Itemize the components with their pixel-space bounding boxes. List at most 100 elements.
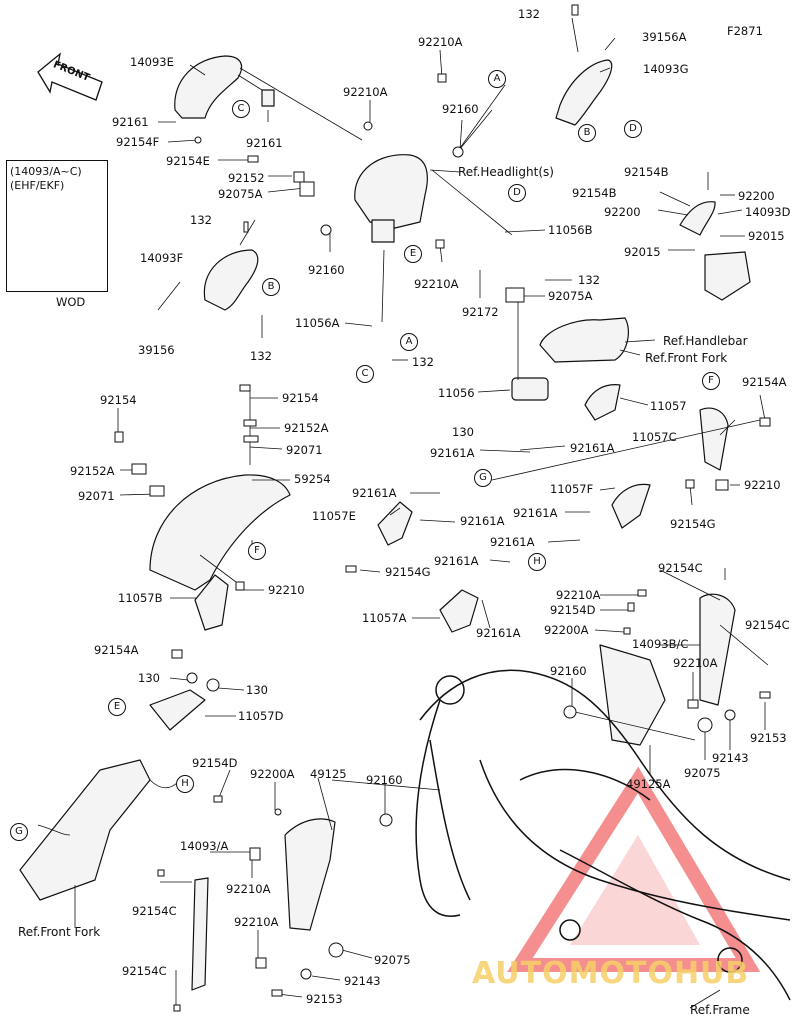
callout-d: D — [508, 184, 526, 202]
callout-g: G — [10, 823, 28, 841]
part-label: 92210A — [234, 915, 279, 929]
part-label: 92161A — [430, 446, 475, 460]
part-label: 92153 — [750, 731, 787, 745]
ref-label: Ref.Front Fork — [645, 351, 728, 365]
part-label: 11057E — [312, 509, 356, 523]
part-label: 92154C — [658, 561, 703, 575]
callout-c: C — [356, 365, 374, 383]
part-label: 92161A — [434, 554, 479, 568]
part-label: 92161A — [460, 514, 505, 528]
watermark-logo — [507, 766, 761, 972]
part-label: 92152 — [228, 171, 265, 185]
part-label: 92154C — [745, 618, 790, 632]
part-label: 92200 — [738, 189, 775, 203]
part-label: 92160 — [442, 102, 479, 116]
part-label: 92154B — [572, 186, 617, 200]
callout-f: F — [702, 372, 720, 390]
figure-code: F2871 — [727, 24, 763, 38]
part-label: 92210A — [418, 35, 463, 49]
watermark-text: AUTOMOTOHUB — [472, 956, 750, 991]
part-label: 92154 — [100, 393, 137, 407]
part-label: 92154F — [116, 135, 160, 149]
part-label: 59254 — [294, 472, 331, 486]
ref-label: Ref.Frame — [690, 1003, 750, 1017]
part-label: 11056B — [548, 223, 593, 237]
part-label: 92154G — [385, 565, 431, 579]
part-label: 92154E — [166, 154, 210, 168]
part-label: 92172 — [462, 305, 499, 319]
callout-e: E — [404, 245, 422, 263]
part-label: 92152A — [70, 464, 115, 478]
part-label: 92154A — [94, 643, 139, 657]
part-label: 130 — [452, 425, 474, 439]
callout-a: A — [488, 70, 506, 88]
part-label: 39156A — [642, 30, 687, 44]
callout-c: C — [232, 100, 250, 118]
part-label: 14093G — [643, 62, 689, 76]
part-label: 14093B/C — [632, 637, 689, 651]
inset-line2: (EHF/EKF) — [10, 179, 65, 192]
inset-code: WOD — [56, 295, 86, 309]
callout-f: F — [248, 542, 266, 560]
callout-d: D — [624, 120, 642, 138]
part-label: 11056A — [295, 316, 340, 330]
part-label: 92210A — [556, 588, 601, 602]
part-label: 92200A — [250, 767, 295, 781]
part-label: 92075 — [684, 766, 721, 780]
part-label: 11057D — [238, 709, 284, 723]
part-label: 92154D — [550, 603, 596, 617]
part-label: 92154G — [670, 517, 716, 531]
part-label: 49125A — [626, 777, 671, 791]
ref-label: Ref.Headlight(s) — [458, 165, 554, 179]
part-label: 92210A — [414, 277, 459, 291]
part-label: 92161 — [246, 136, 283, 150]
part-label: 14093D — [745, 205, 791, 219]
fasteners — [114, 4, 771, 1012]
part-label: 92210A — [343, 85, 388, 99]
inset-box: (14093/A~C) (EHF/EKF) — [6, 160, 108, 292]
part-label: 92154 — [282, 391, 319, 405]
part-label: 132 — [518, 7, 540, 21]
part-label: 92161A — [570, 441, 615, 455]
part-label: 92075A — [218, 187, 263, 201]
part-label: 92154D — [192, 756, 238, 770]
part-label: 92154C — [132, 904, 177, 918]
part-label: 92161A — [476, 626, 521, 640]
callout-h: H — [176, 775, 194, 793]
part-label: 92210 — [744, 478, 781, 492]
part-label: 92160 — [550, 664, 587, 678]
part-label: 39156 — [138, 343, 175, 357]
part-label: 92152A — [284, 421, 329, 435]
ref-label: Ref.Handlebar — [663, 334, 748, 348]
callout-b: B — [578, 124, 596, 142]
part-label: 92161 — [112, 115, 149, 129]
part-label: 11057 — [650, 399, 687, 413]
part-label: 92143 — [344, 974, 381, 988]
part-label: 92210A — [226, 882, 271, 896]
part-shapes — [19, 55, 751, 991]
callout-a: A — [400, 333, 418, 351]
part-label: 132 — [578, 273, 600, 287]
part-label: 92210 — [268, 583, 305, 597]
part-label: 11057B — [118, 591, 163, 605]
part-label: 92154A — [742, 375, 787, 389]
part-label: 14093E — [130, 55, 174, 69]
part-label: 11057F — [550, 482, 594, 496]
frame-outline — [415, 669, 791, 1001]
part-label: 92161A — [352, 486, 397, 500]
part-label: 14093F — [140, 251, 184, 265]
part-label: 49125 — [310, 767, 347, 781]
part-label: 132 — [190, 213, 212, 227]
part-label: 132 — [412, 355, 434, 369]
inset-line1: (14093/A~C) — [10, 165, 82, 178]
part-label: 11056 — [438, 386, 475, 400]
part-label: 92015 — [748, 229, 785, 243]
part-label: 92200 — [604, 205, 641, 219]
part-label: 92075A — [548, 289, 593, 303]
part-label: 92071 — [78, 489, 115, 503]
ref-label: Ref.Front Fork — [18, 925, 101, 939]
part-label: 92143 — [712, 751, 749, 765]
part-label: 132 — [250, 349, 272, 363]
part-label: 92160 — [308, 263, 345, 277]
